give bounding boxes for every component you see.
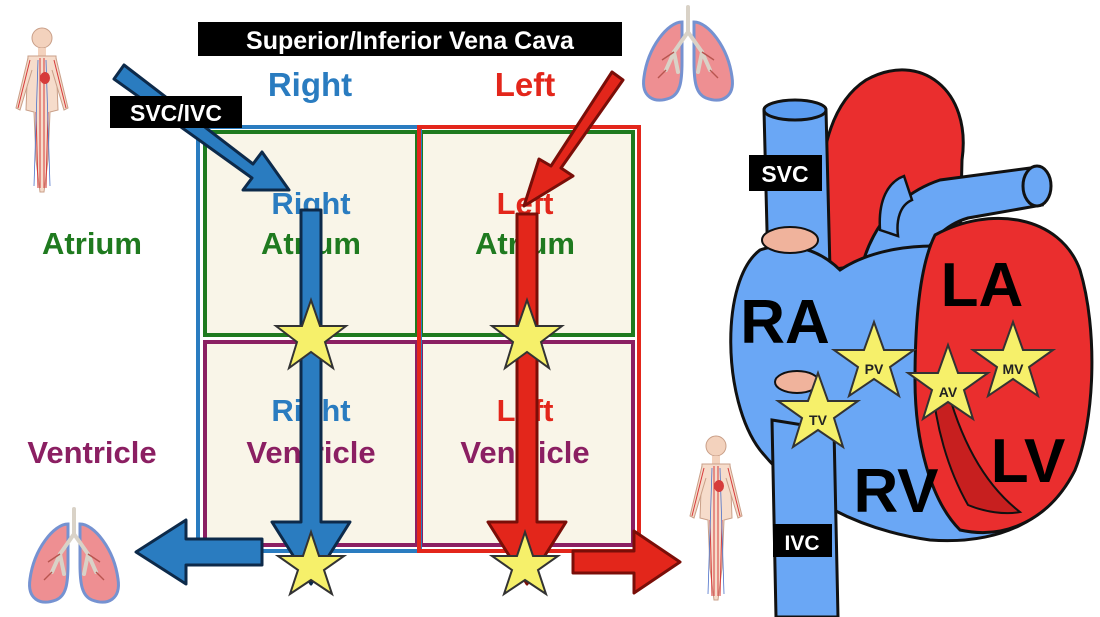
chamber-ra: RA bbox=[740, 288, 830, 357]
svc-ivc-label-bg bbox=[110, 96, 242, 128]
tricuspid-star bbox=[273, 296, 349, 371]
to-body-arrow bbox=[571, 529, 682, 595]
svc-tag-bg bbox=[749, 155, 822, 191]
chamber-lv: LV bbox=[991, 427, 1066, 496]
column-header-right: Right bbox=[268, 66, 352, 103]
valve-stars-heart bbox=[774, 319, 1057, 450]
pulmonary-branch bbox=[878, 174, 914, 238]
svc-opening bbox=[762, 98, 828, 122]
pulmonary-inflow-arrow bbox=[522, 70, 625, 208]
aortic-star bbox=[488, 528, 562, 597]
pulmonary-star bbox=[274, 528, 348, 597]
pv-star bbox=[830, 319, 918, 399]
svc-entry-opening bbox=[761, 226, 819, 254]
tv-label: TV bbox=[809, 412, 828, 428]
lungs-figure-bottom-left bbox=[27, 507, 121, 605]
to-lungs-arrow bbox=[134, 518, 264, 586]
valve-stars-grid bbox=[273, 296, 565, 597]
lungs-figure-top-right bbox=[641, 5, 735, 103]
row-header-atrium: Atrium bbox=[42, 226, 142, 261]
tv-star bbox=[774, 370, 862, 450]
column-header-left: Left bbox=[495, 66, 556, 103]
heart-illustration bbox=[729, 68, 1094, 617]
mv-label: MV bbox=[1003, 361, 1025, 377]
ivc-tag: IVC bbox=[784, 532, 819, 555]
title-banner-bg bbox=[198, 22, 622, 56]
svc-tag: SVC bbox=[761, 161, 808, 187]
ivc-tag-bg bbox=[773, 524, 832, 557]
svc-ivc-label: SVC/IVC bbox=[130, 100, 222, 126]
pulmonary-artery-end bbox=[1021, 164, 1053, 208]
row-header-ventricle: Ventricle bbox=[27, 435, 156, 470]
mitral-star bbox=[489, 296, 565, 371]
left-ventricle-wall bbox=[930, 379, 1023, 515]
body-figure-top-left bbox=[15, 27, 69, 193]
left-vertical-flow-arrow bbox=[486, 212, 568, 586]
av-star bbox=[904, 342, 992, 422]
chamber-rv: RV bbox=[853, 457, 938, 526]
right-vertical-flow-arrow bbox=[270, 208, 352, 586]
title-banner: Superior/Inferior Vena Cava bbox=[246, 27, 575, 55]
body-figure-bottom-right bbox=[689, 435, 743, 601]
inferior-vena-cava bbox=[770, 418, 840, 617]
av-label: AV bbox=[939, 384, 958, 400]
chamber-la: LA bbox=[941, 251, 1024, 320]
mv-star bbox=[969, 319, 1057, 399]
pv-label: PV bbox=[865, 361, 884, 377]
